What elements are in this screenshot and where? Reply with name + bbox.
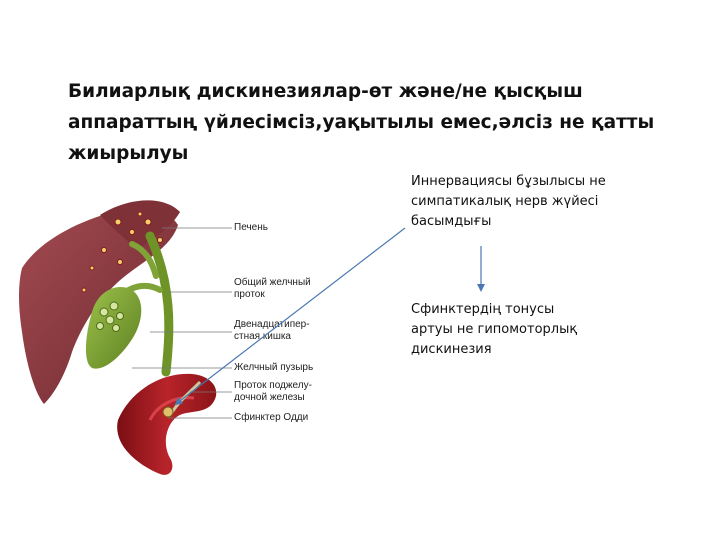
- label-pancreatic-duct-cont: дочной железы: [234, 392, 305, 403]
- liver-lobe-shape: [100, 200, 180, 250]
- note-innervation-line-2: симпатикалық нерв жүйесі: [411, 194, 599, 209]
- note-sphincter-line-2: артуы не гипомоторлық: [411, 322, 578, 337]
- label-common-bile-duct: Общий желчный: [234, 277, 311, 288]
- label-duodenum: Двенадцатипер-: [234, 319, 310, 330]
- bile-duct-shape: [145, 231, 174, 377]
- hepatic-duct-shape: [129, 241, 159, 279]
- duodenum-shape: [117, 373, 217, 475]
- note-sphincter-tone: Сфинктердің тонусы артуы не гипомоторлық…: [411, 300, 577, 360]
- note-innervation-line-1: Иннервациясы бұзылысы не: [411, 174, 606, 189]
- label-duodenum-cont: стная кишка: [234, 331, 291, 342]
- note-sphincter-line-1: Сфинктердің тонусы: [411, 302, 555, 317]
- liver-lesions: [81, 211, 163, 293]
- label-sphincter-of-oddi: Сфинктер Одди: [234, 412, 309, 423]
- gallstones: [96, 301, 124, 332]
- title-line-3: жиырылуы: [68, 143, 189, 164]
- title-line-2: аппараттың үйлесімсіз,уақытылы емес,әлсі…: [68, 112, 655, 133]
- liver-shape: [19, 207, 178, 404]
- note-innervation-line-3: басымдығы: [411, 214, 492, 229]
- biliary-anatomy-illustration: [19, 200, 232, 475]
- label-gallbladder: Желчный пузырь: [234, 362, 314, 373]
- label-liver: Печень: [234, 222, 268, 233]
- label-pancreatic-duct: Проток поджелу-: [234, 380, 312, 391]
- sphincter-of-oddi-shape: [162, 406, 174, 418]
- note-innervation: Иннервациясы бұзылысы не симпатикалық не…: [411, 172, 606, 232]
- note-sphincter-line-3: дискинезия: [411, 342, 492, 357]
- slide-title: Билиарлық дискинезиялар-өт және/не қысқы…: [68, 76, 668, 169]
- label-common-bile-duct-cont: проток: [234, 289, 265, 300]
- title-line-1: Билиарлық дискинезиялар-өт және/не қысқы…: [68, 81, 583, 102]
